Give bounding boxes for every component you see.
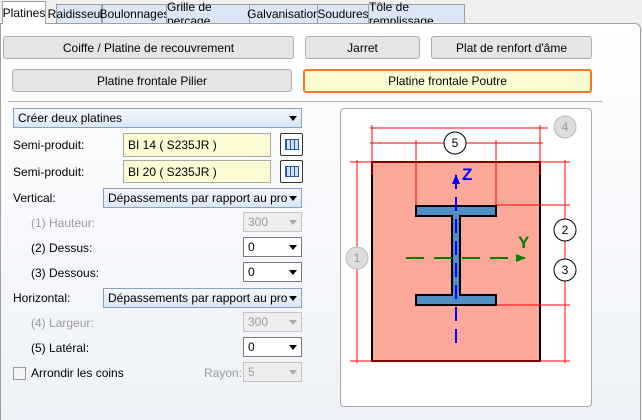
dessous-combo[interactable]: 0	[243, 262, 302, 282]
lateral-value: 0	[248, 340, 255, 354]
dessus-label: (2) Dessus:	[31, 241, 93, 255]
largeur-value: 300	[248, 315, 269, 329]
z-arrow-icon	[452, 174, 460, 184]
dim-4: 4	[562, 120, 569, 134]
tab-grille-percage[interactable]: Grille de perçage	[166, 0, 250, 28]
horizontal-dropdown[interactable]: Dépassements par rapport au pro	[103, 288, 302, 308]
rayon-combo[interactable]: 5	[243, 362, 302, 382]
hauteur-value: 300	[248, 215, 269, 229]
semi-produit-1-label: Semi-produit:	[13, 138, 85, 152]
semi-produit-2-label: Semi-produit:	[13, 165, 85, 179]
largeur-label: (4) Largeur:	[31, 316, 94, 330]
chevron-down-icon	[289, 296, 297, 301]
platine-pilier-button[interactable]: Platine frontale Pilier	[12, 69, 292, 92]
table-icon	[284, 166, 299, 177]
jarret-button[interactable]: Jarret	[305, 36, 420, 59]
i-beam-section	[415, 205, 497, 306]
arrondir-label: Arrondir les coins	[31, 366, 124, 380]
hauteur-combo[interactable]: 300	[243, 212, 302, 232]
dessous-label: (3) Dessous:	[31, 266, 100, 280]
chevron-down-icon	[289, 270, 297, 275]
vertical-dropdown[interactable]: Dépassements par rapport au pro	[103, 188, 302, 208]
tab-galvanisation[interactable]: Galvanisation	[247, 4, 320, 23]
catalog-button-2[interactable]	[280, 160, 303, 183]
chevron-down-icon	[289, 196, 297, 201]
horizontal-label: Horizontal:	[13, 291, 71, 305]
tab-soudures[interactable]: Soudures	[317, 4, 369, 23]
coiffe-button[interactable]: Coiffe / Platine de recouvrement	[3, 36, 294, 59]
dim-2: 2	[562, 223, 569, 237]
table-icon	[284, 139, 299, 150]
chevron-down-icon	[289, 245, 297, 250]
mode-value: Créer deux platines	[18, 111, 123, 125]
chevron-down-icon	[289, 320, 297, 325]
plat-renfort-button[interactable]: Plat de renfort d'âme	[431, 36, 592, 59]
rayon-label: Rayon:	[204, 366, 243, 380]
vertical-value: Dépassements par rapport au pro	[108, 191, 288, 205]
tab-raidisseurs[interactable]: Raidisseurs	[48, 4, 110, 23]
dessus-value: 0	[248, 240, 255, 254]
semi-produit-2-input[interactable]: BI 20 ( S235JR )	[123, 160, 271, 183]
horizontal-value: Dépassements par rapport au pro	[108, 291, 288, 305]
chevron-down-icon	[289, 220, 297, 225]
dim-1: 1	[354, 251, 361, 265]
chevron-down-icon	[289, 116, 297, 121]
mode-dropdown[interactable]: Créer deux platines	[13, 108, 302, 128]
tab-boulonnages[interactable]: Boulonnages	[99, 4, 170, 23]
y-arrow-icon	[516, 254, 526, 262]
vertical-label: Vertical:	[13, 191, 56, 205]
arrondir-checkbox[interactable]	[13, 367, 26, 380]
dim-3: 3	[562, 263, 569, 277]
tab-platines[interactable]: Platines	[2, 1, 46, 24]
catalog-button-1[interactable]	[280, 133, 303, 156]
dim-5: 5	[452, 136, 459, 150]
lateral-label: (5) Latéral:	[31, 341, 90, 355]
z-label: Z	[462, 165, 472, 184]
platine-poutre-button[interactable]: Platine frontale Poutre	[303, 69, 592, 93]
semi-produit-1-input[interactable]: BI 14 ( S235JR )	[123, 133, 271, 157]
y-label: Y	[518, 233, 530, 252]
dessus-combo[interactable]: 0	[243, 237, 302, 257]
separator	[8, 101, 602, 102]
chevron-down-icon	[289, 370, 297, 375]
chevron-down-icon	[289, 345, 297, 350]
dessous-value: 0	[248, 265, 255, 279]
rayon-value: 5	[248, 365, 255, 379]
largeur-combo[interactable]: 300	[243, 312, 302, 332]
hauteur-label: (1) Hauteur:	[31, 216, 96, 230]
lateral-combo[interactable]: 0	[243, 337, 302, 357]
